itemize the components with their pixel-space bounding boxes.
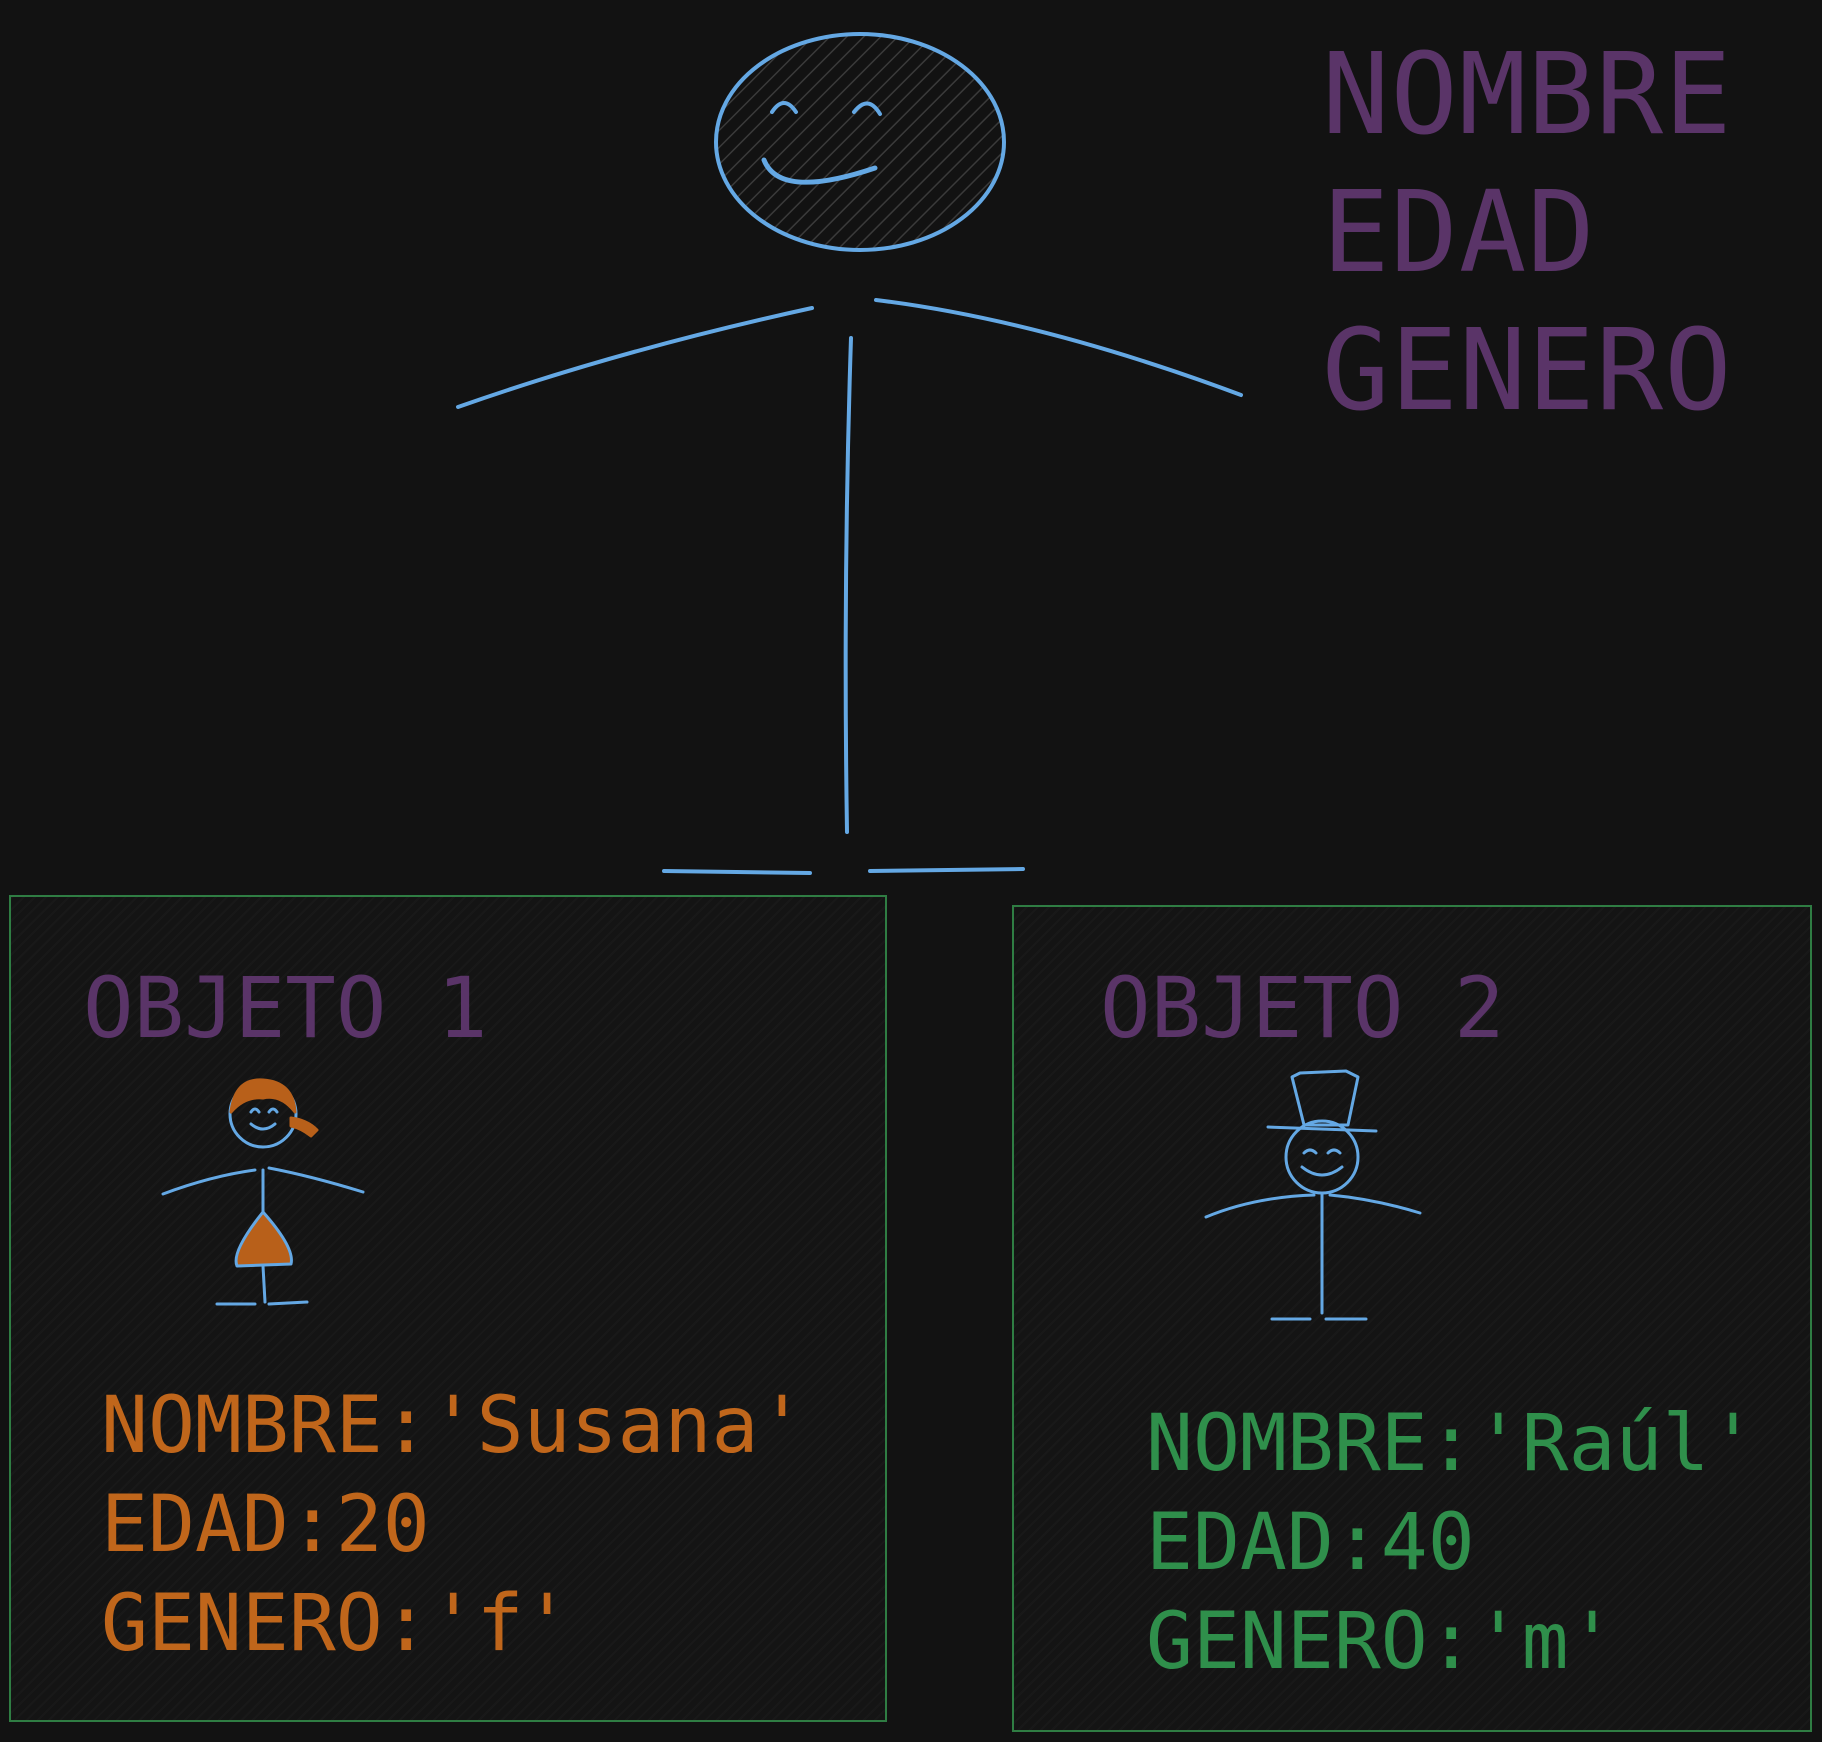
body-line (843, 336, 853, 834)
man-left-arm (1204, 1193, 1316, 1219)
stick-figure-girl-icon (161, 1078, 365, 1306)
smile (761, 157, 878, 185)
hat-brim (1266, 1125, 1378, 1133)
stick-figure-top-hat-icon (1204, 1069, 1422, 1321)
man-eyes (1302, 1148, 1342, 1155)
man-head (1284, 1119, 1360, 1195)
object-1-box: OBJETO 1 NOMBRE:'Susana' EDAD:20 GENERO:… (9, 895, 887, 1722)
class-attr-nombre: NOMBRE (1322, 30, 1733, 160)
object-1-genero: GENERO:'f' (101, 1579, 571, 1669)
object-1-title: OBJETO 1 (83, 959, 488, 1057)
object-2-title: OBJETO 2 (1100, 959, 1505, 1057)
girl-legs (261, 1264, 267, 1304)
left-arm (456, 306, 814, 409)
girl-eyes (249, 1107, 279, 1114)
girl-left-arm (161, 1168, 257, 1196)
left-eye (770, 101, 798, 114)
class-attributes: NOMBRE EDAD GENERO (1322, 26, 1733, 440)
man-smile (1300, 1165, 1344, 1177)
right-foot (868, 867, 1025, 873)
object-2-properties: NOMBRE:'Raúl' EDAD:40 GENERO:'m' (1146, 1395, 1756, 1692)
girl-right-arm (267, 1166, 365, 1194)
object-1-edad: EDAD:20 (101, 1480, 430, 1570)
right-arm (874, 298, 1243, 397)
left-foot (662, 869, 812, 875)
object-2-nombre: NOMBRE:'Raúl' (1146, 1399, 1757, 1489)
head-shape (714, 32, 1006, 252)
class-attr-edad: EDAD (1322, 168, 1596, 298)
right-eye (852, 101, 882, 116)
girl-braid (289, 1116, 319, 1138)
girl-smile (249, 1122, 277, 1131)
girl-hair (229, 1078, 297, 1114)
object-2-box: OBJETO 2 NOMBRE:'Raúl' EDAD:40 GENERO:'m… (1012, 905, 1812, 1732)
object-1-nombre: NOMBRE:'Susana' (101, 1381, 806, 1471)
girl-feet (215, 1300, 309, 1306)
hat-crown (1290, 1069, 1360, 1127)
class-attr-genero: GENERO (1322, 306, 1733, 436)
man-right-arm (1328, 1193, 1422, 1215)
object-2-genero: GENERO:'m' (1146, 1597, 1616, 1687)
object-2-edad: EDAD:40 (1146, 1498, 1475, 1588)
object-1-properties: NOMBRE:'Susana' EDAD:20 GENERO:'f' (101, 1377, 805, 1674)
girl-dress (234, 1210, 293, 1268)
